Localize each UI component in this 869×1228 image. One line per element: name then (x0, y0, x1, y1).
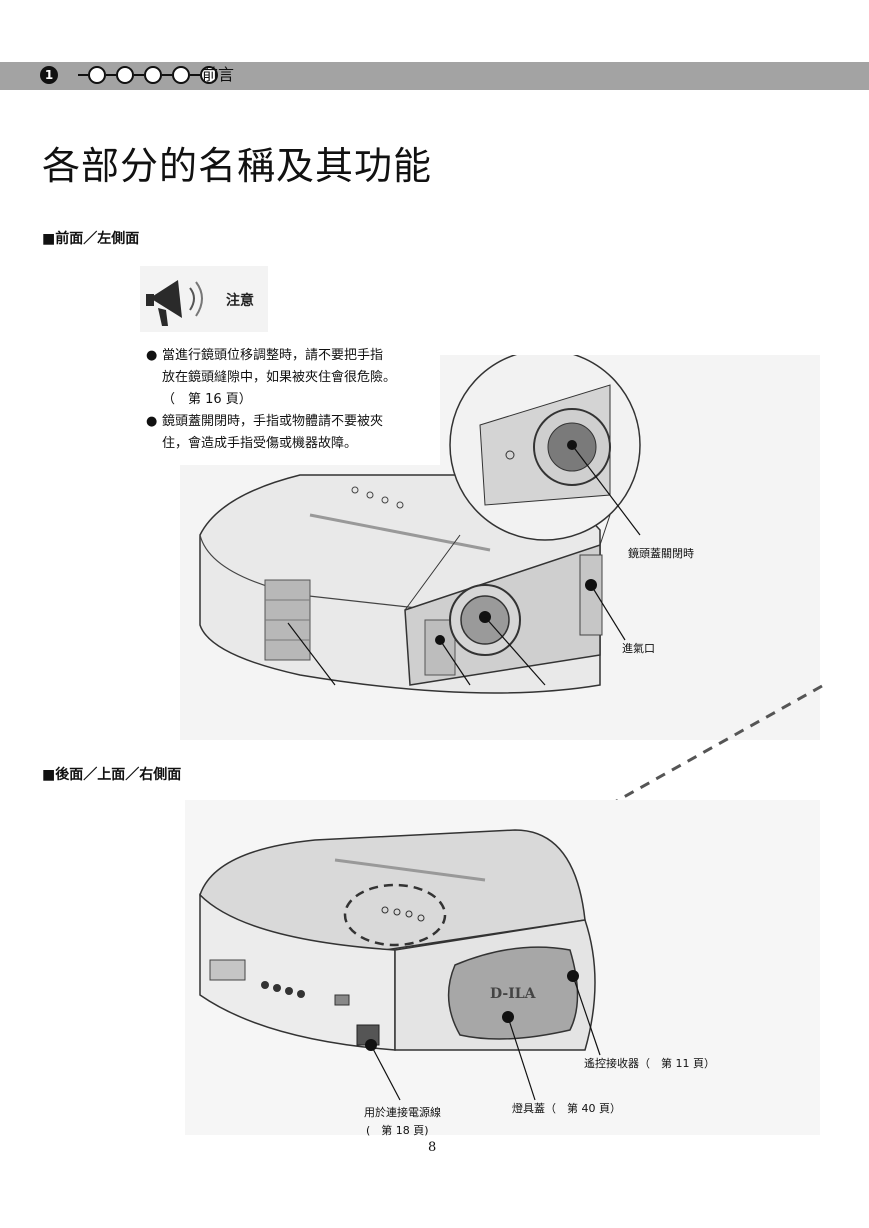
caution-item: ● 當進行鏡頭位移調整時，請不要把手指 放在鏡頭縫隙中，如果被夾住會很危險。 （… (146, 345, 436, 411)
megaphone-icon (146, 280, 203, 326)
chapter-title: 前言 (202, 65, 235, 84)
caution-box (140, 266, 268, 332)
chapter-placeholder-circles (78, 66, 218, 84)
page-number: 8 (428, 1140, 437, 1155)
caution-item: ● 鏡頭蓋開閉時，手指或物體請不要被夾 住，會造成手指受傷或機器故障。 (146, 411, 436, 455)
callout-power-connector: 用於連接電源線 (364, 1106, 441, 1119)
caution-list: ● 當進行鏡頭位移調整時，請不要把手指 放在鏡頭縫隙中，如果被夾住會很危險。 （… (146, 345, 436, 455)
page-title: 各部分的名稱及其功能 (42, 144, 433, 188)
section-heading-rear-top-right: ■後面／上面／右側面 (42, 767, 182, 783)
chapter-number-badge: 1 (40, 66, 58, 84)
callout-remote-sensor: 遙控接收器（ 第 11 頁） (584, 1057, 715, 1070)
callout-lens-cover-closed: 鏡頭蓋關閉時 (628, 547, 694, 560)
caution-label: 注意 (226, 293, 254, 309)
caution-item-line: （ 第 16 頁） (162, 392, 252, 407)
caution-item-line: 放在鏡頭縫隙中，如果被夾住會很危險。 (162, 370, 397, 385)
projector-front-figure (180, 355, 820, 740)
callout-power-page-ref: ( 第 18 頁) (366, 1124, 429, 1137)
caution-item-line: 住，會造成手指受傷或機器故障。 (162, 436, 358, 451)
section-heading-front-left: ■前面／左側面 (42, 231, 140, 247)
callout-air-intake: 進氣口 (622, 642, 655, 655)
callout-lamp-cover: 燈具蓋（ 第 40 頁） (512, 1102, 621, 1115)
dila-logo: D-ILA (490, 986, 537, 1002)
projector-rear-drawing: D-ILA (199, 829, 601, 1101)
caution-item-line: 鏡頭蓋開閉時，手指或物體請不要被夾 (162, 414, 384, 429)
projector-rear-figure: D-ILA (185, 800, 820, 1135)
caution-item-line: 當進行鏡頭位移調整時，請不要把手指 (162, 348, 384, 363)
